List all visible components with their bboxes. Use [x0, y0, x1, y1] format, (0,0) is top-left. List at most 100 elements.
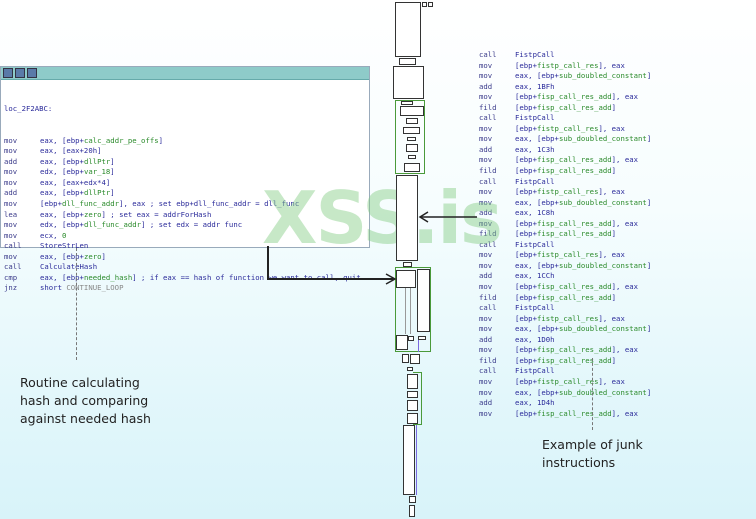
identifier[interactable]: fisp_call_res_add [536, 102, 612, 112]
identifier[interactable]: fisp_call_res_add [536, 292, 612, 302]
arrow-to-hash-block [267, 246, 394, 280]
identifier[interactable]: fisp_call_res_add [536, 282, 612, 292]
graph-node[interactable] [399, 58, 416, 65]
operands: eax, [ebp+sub_doubled_constant] [515, 71, 651, 82]
identifier[interactable]: var_18 [83, 167, 111, 177]
operand-text: ] [110, 167, 115, 177]
graph-node[interactable] [404, 163, 420, 172]
identifier[interactable]: zero [83, 209, 102, 219]
graph-node[interactable] [400, 106, 424, 116]
graph-node[interactable] [402, 354, 409, 363]
identifier[interactable]: sub_doubled_constant [558, 134, 647, 144]
graph-node[interactable] [407, 367, 413, 371]
identifier[interactable]: fisp_call_res_add [536, 218, 612, 228]
operand-text: [ebp+ [515, 229, 537, 239]
identifier[interactable]: fisp_call_res_add [536, 345, 612, 355]
graph-node[interactable] [395, 2, 421, 57]
mnemonic: call [479, 176, 497, 186]
operand-text: [ebp+ [515, 355, 537, 365]
code-line: mov[ebp+fistp_call_res], eax [479, 250, 651, 261]
operand-text[interactable]: CONTINUE_LOOP [66, 283, 124, 293]
graph-loop-edge [395, 100, 425, 174]
operand-text: ] [646, 134, 652, 144]
graph-node[interactable] [403, 127, 420, 134]
identifier[interactable]: sub_doubled_constant [558, 197, 647, 207]
graph-node[interactable] [428, 2, 433, 7]
graph-icon[interactable] [3, 68, 13, 78]
graph-node[interactable] [417, 269, 430, 332]
operand-text: short [40, 283, 67, 293]
identifier[interactable]: fisp_call_res_add [536, 92, 612, 102]
graph-node[interactable] [396, 335, 408, 350]
identifier[interactable]: fisp_call_res_add [536, 166, 612, 176]
graph-node[interactable] [418, 336, 426, 340]
edit-icon[interactable] [15, 68, 25, 78]
graph-node[interactable] [406, 144, 418, 152]
identifier[interactable]: fistp_call_res [536, 376, 599, 386]
operands: [ebp+fisp_call_res_add], eax [515, 92, 638, 103]
annotation-line: Example of junk [542, 437, 643, 452]
operands: eax, [ebp+calc_addr_pe_offs] [40, 136, 163, 147]
graph-node[interactable] [406, 118, 418, 124]
operands: edx, [ebp+var_18] [40, 167, 115, 178]
graph-node[interactable] [407, 391, 418, 398]
identifier[interactable]: fistp_call_res [536, 313, 599, 323]
identifier[interactable]: fisp_call_res_add [536, 408, 612, 418]
operands: edx, [ebp+dll_func_addr] ; set edx = add… [40, 220, 242, 231]
mnemonic: call [479, 303, 497, 313]
identifier[interactable]: sub_doubled_constant [558, 324, 647, 334]
graph-node[interactable] [409, 505, 415, 517]
operands: FistpCall [515, 50, 555, 61]
identifier[interactable]: calc_addr_pe_offs [83, 135, 159, 145]
graph-node[interactable] [409, 496, 416, 503]
identifier[interactable]: dllPtr [83, 156, 111, 166]
identifier[interactable]: dll_func_addr [61, 199, 120, 209]
operands: short CONTINUE_LOOP [40, 283, 123, 294]
graph-node[interactable] [407, 413, 418, 424]
graph-node[interactable] [410, 354, 420, 364]
graph-node[interactable] [403, 262, 412, 267]
operand-text: eax, [ebp+ [40, 272, 84, 282]
identifier[interactable]: fistp_call_res [536, 60, 599, 70]
identifier[interactable]: needed_hash [83, 272, 133, 282]
operand-text: [ebp+ [515, 92, 537, 102]
operand-text: [ebp+ [515, 250, 537, 260]
operand-text: [ebp+ [515, 166, 537, 176]
identifier[interactable]: zero [83, 251, 102, 261]
graph-node[interactable] [403, 425, 415, 495]
operand-text: ] [101, 251, 106, 261]
identifier[interactable]: fisp_call_res_add [536, 229, 612, 239]
code-line: fild[ebp+fisp_call_res_add] [479, 103, 651, 114]
graph-node[interactable] [422, 2, 427, 7]
operands: ecx, 0 [40, 231, 66, 242]
identifier[interactable]: fisp_call_res_add [536, 355, 612, 365]
identifier[interactable]: dll_func_addr [83, 220, 142, 230]
operand-text: eax, [ebp+ [515, 260, 559, 270]
identifier[interactable]: fistp_call_res [536, 123, 599, 133]
graph-node-junk-block[interactable] [396, 175, 418, 261]
identifier[interactable]: sub_doubled_constant [558, 387, 647, 397]
graph-node[interactable] [401, 101, 413, 105]
window-icon[interactable] [27, 68, 37, 78]
identifier[interactable]: sub_doubled_constant [558, 260, 647, 270]
operand-text: ], eax [611, 92, 639, 102]
identifier[interactable]: fisp_call_res_add [536, 155, 612, 165]
operands: [ebp+fisp_call_res_add] [515, 293, 616, 304]
graph-node[interactable] [407, 400, 418, 411]
graph-node[interactable] [408, 336, 414, 341]
identifier[interactable]: sub_doubled_constant [558, 71, 647, 81]
graph-node[interactable] [407, 374, 418, 389]
mnemonic: fild [479, 292, 497, 302]
identifier[interactable]: fistp_call_res [536, 250, 599, 260]
graph-node[interactable] [408, 155, 416, 159]
identifier[interactable]: 0 [61, 230, 67, 240]
graph-node[interactable] [393, 66, 424, 99]
identifier[interactable]: fistp_call_res [536, 187, 599, 197]
graph-node[interactable] [407, 137, 416, 141]
identifier[interactable]: dllPtr [83, 188, 111, 198]
